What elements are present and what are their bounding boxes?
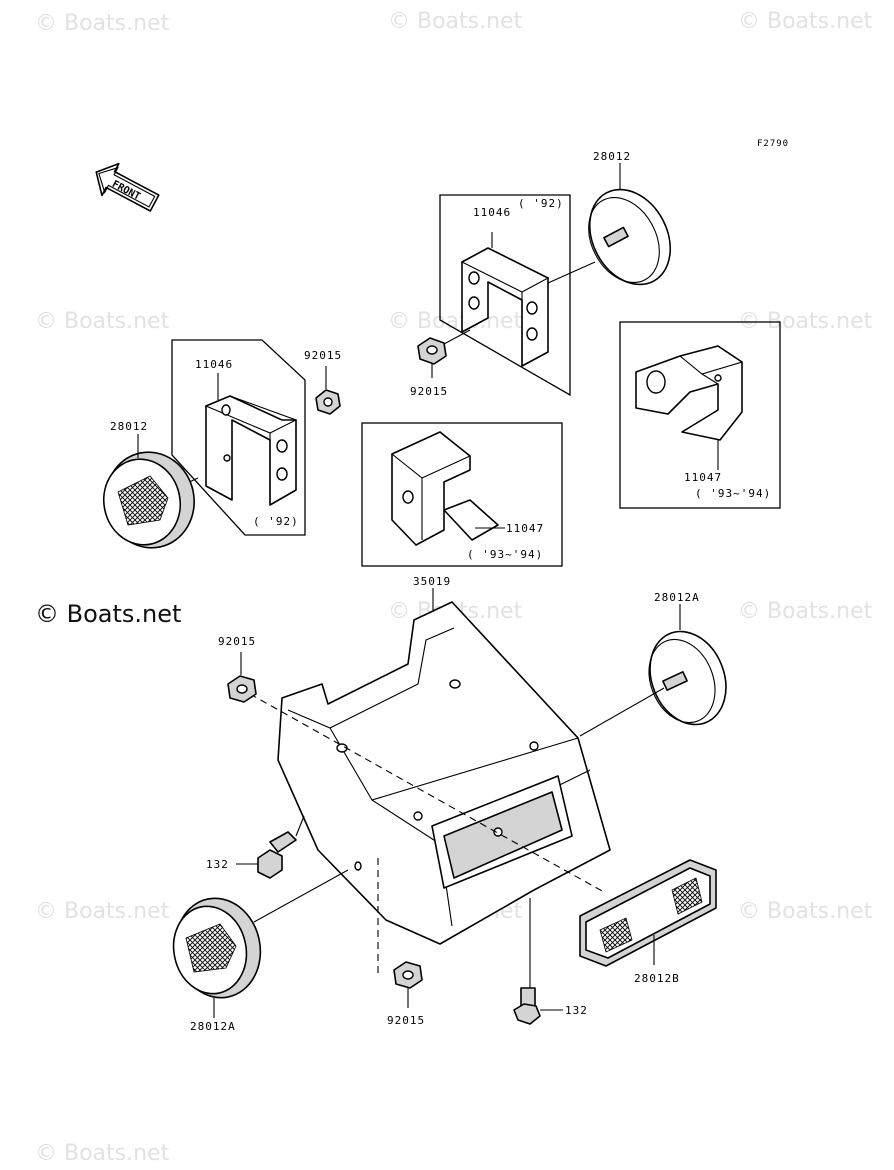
- reflector-28012A-left: [172, 869, 349, 1018]
- watermark: © Boats.net: [35, 1141, 170, 1166]
- assembly-line: [249, 693, 605, 893]
- label-132-left: 132: [206, 858, 229, 871]
- watermark: © Boats.net: [738, 9, 873, 34]
- nut-92015-mid: [227, 652, 257, 703]
- label-28012B: 28012B: [634, 972, 680, 985]
- watermark: © Boats.net: [35, 309, 170, 334]
- label-92015-bottom: 92015: [387, 1014, 425, 1027]
- copyright-text: © Boats.net: [35, 600, 181, 628]
- label-11047-right: 11047: [684, 471, 722, 484]
- label-28012-top: 28012: [593, 150, 631, 163]
- label-92015-mid: 92015: [218, 635, 256, 648]
- nut-92015-center: [417, 337, 447, 378]
- watermark: © Boats.net: [738, 899, 873, 924]
- note-11046-left: ( '92): [253, 515, 299, 528]
- bracket-11047-center-group: [361, 422, 563, 567]
- watermark: © Boats.net: [35, 11, 170, 36]
- nut-92015-left: [315, 366, 341, 415]
- nut-92015-bottom: [393, 961, 423, 1008]
- label-11047-center: 11047: [506, 522, 544, 535]
- watermark: © Boats.net: [738, 599, 873, 624]
- label-92015-left: 92015: [304, 349, 342, 362]
- reflector-28012-top: [588, 163, 672, 286]
- label-11046-top: 11046: [473, 206, 511, 219]
- figure-code: F2790: [757, 139, 789, 149]
- label-11046-left: 11046: [195, 358, 233, 371]
- front-arrow-icon: FRONT: [95, 162, 160, 212]
- watermark: © Boats.net: [35, 899, 170, 924]
- label-28012-left: 28012: [110, 420, 148, 433]
- bolt-132-left: [236, 815, 305, 879]
- bracket-11046-top-group: [439, 194, 596, 397]
- watermark: © Boats.net: [388, 309, 523, 334]
- label-28012A-right: 28012A: [654, 591, 700, 604]
- label-28012A-left: 28012A: [190, 1020, 236, 1033]
- note-11046-top: ( '92): [518, 197, 564, 210]
- reflector-28012B: [579, 859, 717, 967]
- note-11047-right: ( '93~'94): [695, 487, 771, 500]
- label-35019: 35019: [413, 575, 451, 588]
- reflector-28012A-right: [579, 604, 727, 737]
- label-92015-center: 92015: [410, 385, 448, 398]
- watermarks: © Boats.net © Boats.net © Boats.net © Bo…: [35, 9, 873, 1166]
- label-132-bottom: 132: [565, 1004, 588, 1017]
- reflector-28012-left: [102, 434, 195, 549]
- bolt-132-bottom: [513, 898, 563, 1025]
- bracket-11047-right-group: [619, 321, 781, 509]
- watermark: © Boats.net: [388, 9, 523, 34]
- note-11047-center: ( '93~'94): [467, 548, 543, 561]
- license-bracket-35019: [277, 588, 611, 945]
